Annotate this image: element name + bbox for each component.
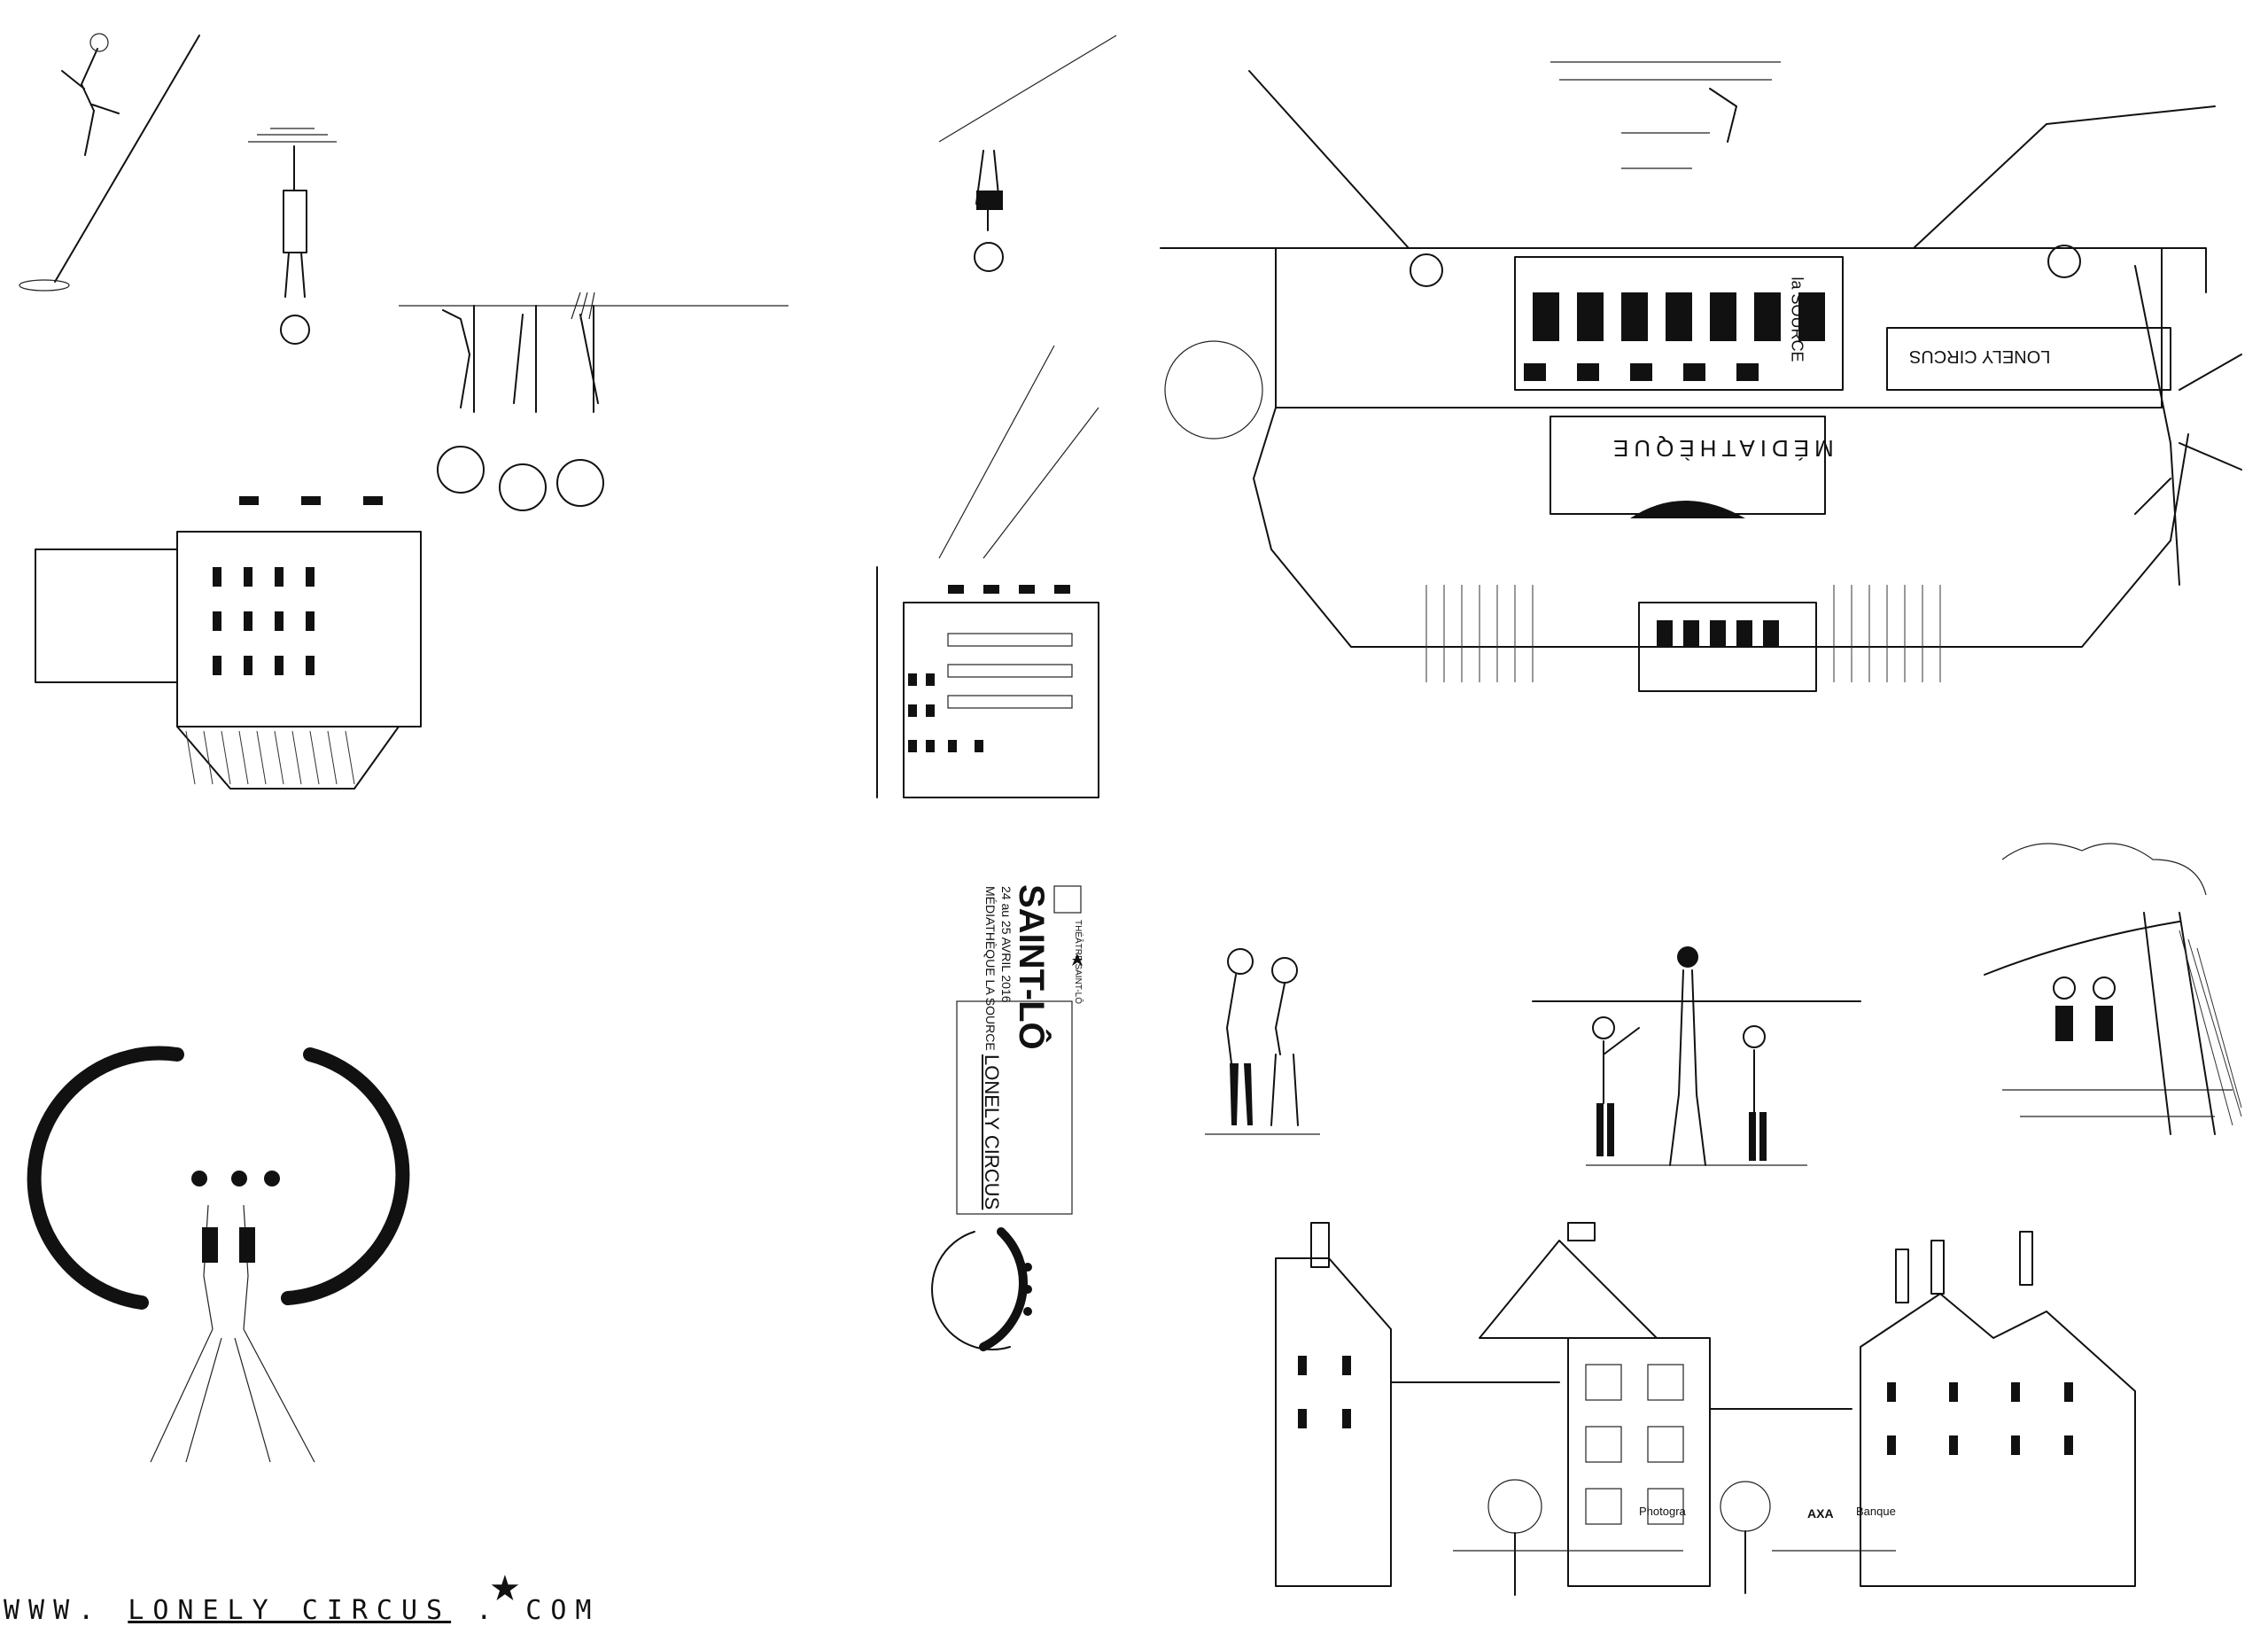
shop-sign-banque: Banque — [1856, 1505, 1896, 1518]
sketch-women-under-tree — [1967, 824, 2259, 1170]
mediatheque-sign: MÉDIATHÈQUE — [1608, 435, 1834, 462]
sketch-person-on-pole — [921, 18, 1117, 292]
sketch-apartment-block-upside-down — [35, 461, 425, 797]
shop-sign-axa: AXA — [1807, 1506, 1834, 1521]
poster-city: SAINT-LÔ — [1012, 884, 1051, 1050]
sketch-tall-building-with-wires — [850, 337, 1107, 798]
poster-theatre: THÉÂTRE SAINT-LÔ — [1073, 920, 1083, 1005]
url-prefix: WWW. — [4, 1595, 104, 1626]
sketch-mediatheque-building: MÉDIATHÈQUE la SOURCE LONELY CIRCUS — [1160, 35, 2250, 692]
star-icon: ★ — [489, 1569, 521, 1608]
poster-venue: MÉDIATHÈQUE LA SOURCE — [983, 886, 998, 1051]
la-source-sign: la SOURCE — [1788, 276, 1806, 362]
sketch-two-men-standing — [1196, 939, 1329, 1143]
sketch-three-acrobats — [390, 266, 806, 549]
url-name: LONELY CIRCUS — [128, 1595, 452, 1626]
lonely-circus-logo-artwork — [27, 1037, 410, 1463]
shop-sign-photo: Photogra — [1639, 1505, 1686, 1518]
poster-dates: 24 au 25 AVRIL 2016 — [999, 886, 1014, 1003]
sketch-hanging-figure — [239, 124, 346, 381]
poster-company: LONELY CIRCUS — [981, 1054, 1003, 1210]
sketch-rope-walker — [0, 0, 230, 301]
event-poster: SAINT-LÔ 24 au 25 AVRIL 2016 MÉDIATHÈQUE… — [930, 877, 1090, 1373]
sketch-people-with-pole — [1532, 939, 1861, 1170]
sketch-town-square-buildings: Photogra AXA Banque — [1275, 1205, 2162, 1604]
lonely-circus-sign: LONELY CIRCUS — [1909, 346, 2051, 366]
